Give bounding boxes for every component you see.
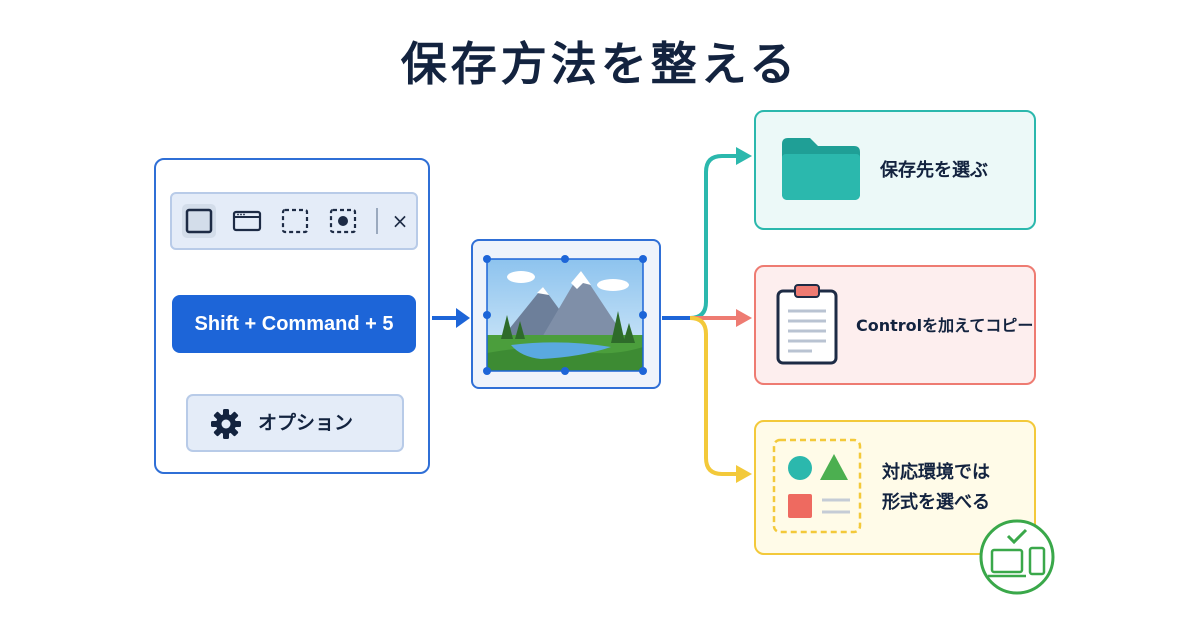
page-title: 保存方法を整える: [400, 37, 800, 91]
close-icon[interactable]: ×: [391, 209, 409, 233]
clipboard-icon: [776, 284, 838, 365]
options-label: オプション: [258, 412, 354, 434]
fullscreen-capture-icon[interactable]: [182, 204, 216, 238]
save-location-card[interactable]: 保存先を選ぶ: [754, 110, 1036, 230]
save-location-label: 保存先を選ぶ: [880, 160, 988, 181]
window-capture-icon[interactable]: [230, 204, 264, 238]
arrow-to-save-card: [662, 147, 752, 320]
format-label-line2: 形式を選べる: [882, 492, 990, 513]
capture-toolbar: ×: [170, 192, 418, 250]
options-button[interactable]: オプション: [186, 394, 404, 452]
copy-card[interactable]: Controlを加えてコピー: [754, 265, 1036, 385]
screenshot-preview-card[interactable]: [471, 239, 661, 389]
selection-capture-icon[interactable]: [278, 204, 312, 238]
toolbar-divider: [376, 208, 378, 234]
screen-record-icon[interactable]: [326, 204, 360, 238]
format-label: 対応環境では 形式を選べる: [882, 458, 990, 518]
shapes-icon: [772, 438, 862, 534]
devices-check-badge: [978, 518, 1056, 596]
copy-label: Controlを加えてコピー: [856, 316, 1034, 335]
format-label-line1: 対応環境では: [882, 462, 990, 483]
landscape-image-icon: [482, 254, 647, 375]
devices-check-icon: [979, 519, 1055, 595]
shortcut-button[interactable]: Shift + Command + 5: [172, 295, 416, 353]
arrow-to-format-card: [689, 316, 752, 483]
folder-icon: [782, 138, 860, 200]
arrow-to-preview: [432, 308, 470, 328]
gear-icon: [211, 409, 241, 439]
